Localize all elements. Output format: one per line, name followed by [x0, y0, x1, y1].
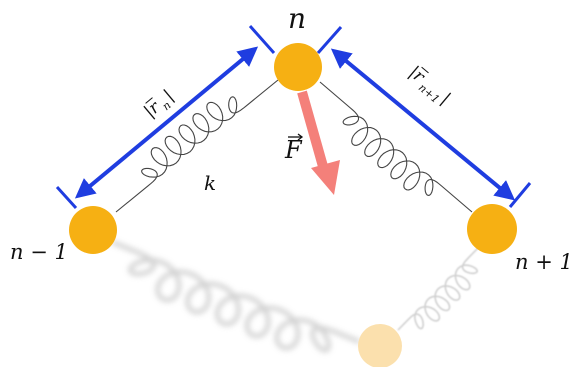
mass-n-plus-1	[467, 204, 517, 254]
right-distance-bracket	[316, 26, 532, 208]
ghost-spring-right	[397, 247, 479, 331]
left-distance-bracket	[55, 25, 276, 210]
label-k: k	[204, 171, 216, 195]
svg-text:F: F	[284, 136, 303, 164]
label-n-plus-1: n + 1	[515, 250, 573, 274]
ghost-spring-left	[111, 240, 361, 353]
mass-n-minus-1	[69, 206, 117, 254]
label-force: F	[284, 133, 304, 164]
svg-text:|r: |r	[140, 97, 164, 122]
mass-n	[274, 43, 322, 91]
mass-ghost	[358, 324, 402, 367]
label-n-minus-1: n − 1	[10, 240, 68, 264]
label-n: n	[288, 2, 306, 35]
force-arrow	[297, 90, 340, 195]
label-right-distance: |r n+1 |	[405, 63, 454, 109]
